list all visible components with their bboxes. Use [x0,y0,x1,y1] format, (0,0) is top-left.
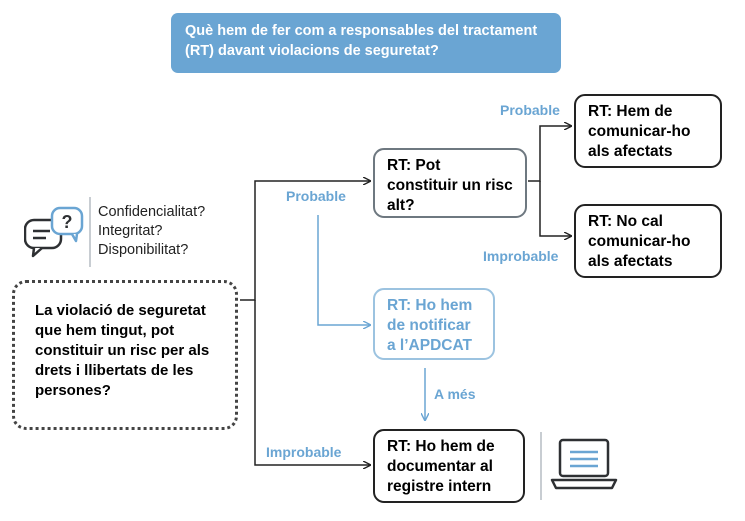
laptop-separator [540,432,542,500]
label-improbable-right: Improbable [483,248,559,264]
edge-to-comunicar [528,126,571,182]
label-probable-top: Probable [286,188,346,204]
label-a-mes: A més [434,386,476,402]
label-probable-right: Probable [500,102,560,118]
question-box: La violació de seguretat que hem tingut,… [12,280,238,430]
edge-to-documentar [254,300,370,465]
criteria-item: Integritat? [98,223,163,239]
node-documentar: RT: Ho hem de documentar al registre int… [373,429,525,503]
edge-to-risc-alt [240,181,370,301]
node-risc-alt: RT: Pot constituir un risc alt? [373,148,527,218]
node-notificar: RT: Ho hem de notificar a l’APDCAT [373,288,495,360]
edge-to-notificar [317,215,370,325]
criteria-item: Disponibilitat? [98,242,189,258]
laptop-icon [550,438,618,490]
edge-to-no-comunicar [539,181,571,236]
node-no-comunicar: RT: No cal comunicar-ho als afectats [574,204,722,278]
node-comunicar: RT: Hem de comunicar-ho als afectats [574,94,722,168]
svg-text:?: ? [62,212,73,232]
criteria-item: Confidencialitat? [98,204,206,220]
speech-bubble-question-icon: ? [24,206,84,258]
criteria-list: Confidencialitat? Integritat? Disponibil… [98,203,205,260]
label-improbable-bottom: Improbable [266,444,342,460]
criteria-separator [89,197,91,267]
diagram-title: Què hem de fer com a responsables del tr… [171,13,561,73]
